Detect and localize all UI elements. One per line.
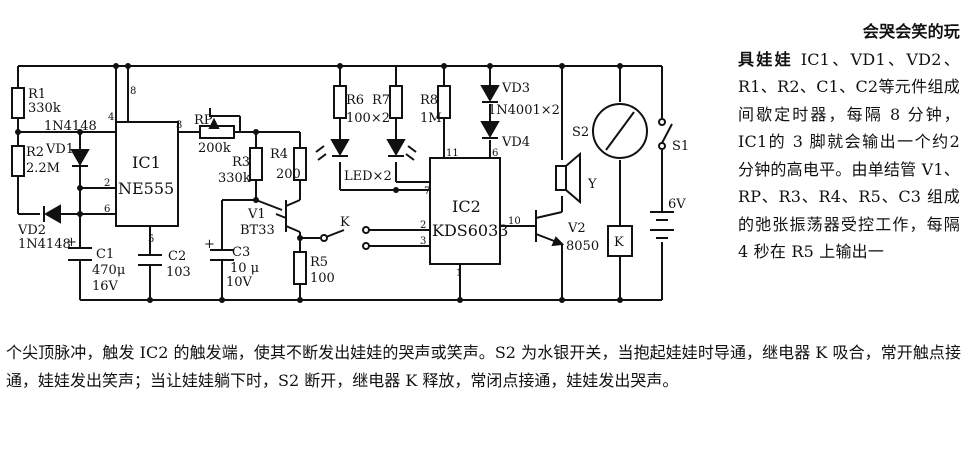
svg-text:KDS6033: KDS6033 [432,221,508,240]
svg-text:VD4: VD4 [501,135,530,150]
capacitors [68,247,234,266]
svg-text:4: 4 [108,112,114,123]
svg-text:1N4148: 1N4148 [18,237,71,252]
svg-text:103: 103 [166,265,191,280]
svg-text:IC2: IC2 [452,197,481,216]
svg-text:10V: 10V [226,275,253,290]
svg-text:C1: C1 [96,247,114,262]
diodes [43,85,500,224]
description-right: 会哭会笑的玩 具娃娃 IC1、VD1、VD2、R1、R2、C1、C2等元件组成间… [738,18,960,266]
svg-text:RP: RP [194,113,213,128]
svg-text:+: + [204,237,215,252]
svg-text:1: 1 [456,268,462,279]
svg-text:6V: 6V [668,197,686,212]
svg-text:Y: Y [587,177,597,192]
svg-text:330k: 330k [218,171,251,186]
r2-body [11,145,25,177]
svg-text:LED×2: LED×2 [344,169,392,184]
svg-text:100×2: 100×2 [346,111,390,126]
svg-text:11: 11 [446,148,459,159]
svg-text:R5: R5 [310,255,328,270]
relay-k-box [607,225,633,257]
svg-text:5: 5 [148,234,154,245]
wires [17,65,663,301]
ic1-box [115,121,179,227]
svg-text:3: 3 [176,120,182,131]
speaker-y [555,151,581,205]
svg-text:VD3: VD3 [501,81,530,96]
component-labels: R1 330k R2 2.2M 1N4148 VD1 VD2 1N4148 + … [17,81,689,294]
svg-text:7: 7 [424,186,430,197]
r8-body [437,85,451,119]
svg-text:K: K [340,215,350,230]
svg-text:S2: S2 [572,125,589,140]
svg-text:1N4001×2: 1N4001×2 [488,103,560,118]
svg-text:+: + [66,235,77,250]
svg-text:1N4148: 1N4148 [44,119,97,134]
svg-text:R1: R1 [28,87,46,102]
r5-body [293,251,307,285]
svg-text:R2: R2 [26,145,44,160]
svg-text:6: 6 [104,204,110,215]
svg-text:R7: R7 [372,93,390,108]
paragraph-bottom: 个尖顶脉冲，触发 IC2 的触发端，使其不断发出娃娃的哭声或笑声。S2 为水银开… [6,343,961,390]
svg-text:BT33: BT33 [240,223,275,238]
battery-6v [650,211,674,239]
svg-text:200: 200 [276,167,301,182]
resistors [11,85,451,285]
svg-text:V2: V2 [567,221,586,236]
svg-text:C3: C3 [232,245,250,260]
article-title-line1: 会哭会笑的玩 [862,22,960,41]
r3-body [249,147,263,181]
svg-text:R4: R4 [270,147,288,162]
svg-text:R6: R6 [346,93,364,108]
svg-text:S1: S1 [672,139,689,154]
r4-body [293,147,307,181]
r6-body [333,85,347,119]
svg-text:K: K [614,235,624,250]
svg-text:2: 2 [104,178,110,189]
v1-ujt [275,199,301,233]
svg-text:C2: C2 [168,249,186,264]
paragraph-right: IC1、VD1、VD2、R1、R2、C1、C2等元件组成间歇定时器，每隔 8 分… [738,49,960,262]
svg-text:330k: 330k [28,101,61,116]
svg-text:R8: R8 [420,93,438,108]
r1-body [11,87,25,119]
svg-text:470μ: 470μ [92,263,125,278]
svg-text:NE555: NE555 [118,179,174,198]
svg-text:2: 2 [420,220,426,231]
article-title-line2: 具娃娃 [738,49,794,69]
v2-transistor [535,210,565,247]
svg-text:100: 100 [310,271,335,286]
svg-text:10: 10 [508,216,521,227]
svg-text:R3: R3 [232,155,250,170]
junctions [15,63,623,303]
svg-text:3: 3 [420,236,426,247]
s2-mercury-switch [592,103,648,159]
svg-text:8050: 8050 [566,239,599,254]
svg-text:10 μ: 10 μ [230,261,259,276]
svg-text:VD2: VD2 [17,223,46,238]
k-switch [320,226,376,250]
svg-text:V1: V1 [247,207,266,222]
circuit-schematic: R1 330k R2 2.2M 1N4148 VD1 VD2 1N4148 + … [11,63,689,303]
svg-text:6: 6 [492,148,498,159]
r7-body [389,85,403,119]
svg-text:VD1: VD1 [45,142,74,157]
svg-text:1M: 1M [420,111,442,126]
svg-text:2.2M: 2.2M [26,161,60,176]
svg-text:16V: 16V [92,279,119,294]
svg-text:IC1: IC1 [132,153,161,172]
ic2-box [429,157,501,265]
s1-switch [658,118,673,150]
svg-text:200k: 200k [198,141,231,156]
svg-text:8: 8 [130,86,136,97]
